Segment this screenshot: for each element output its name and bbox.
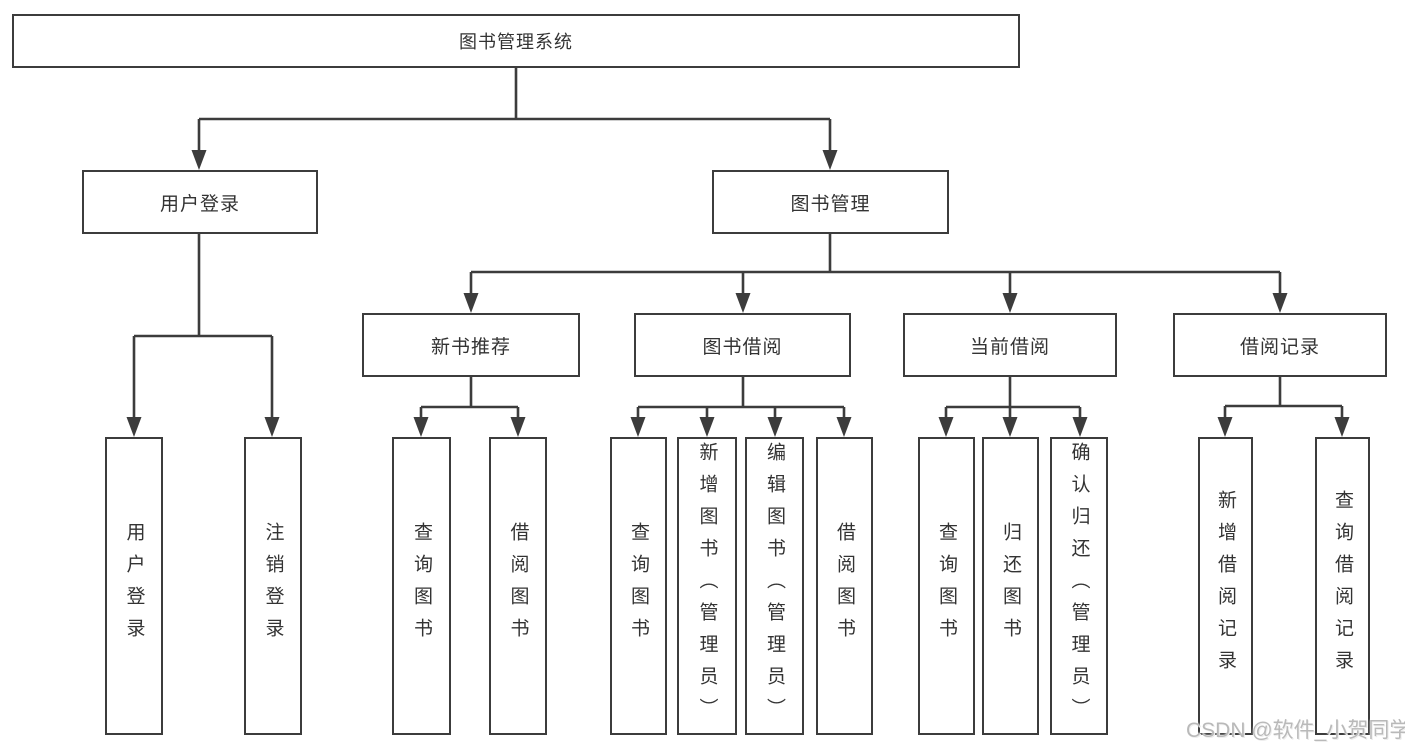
arrowhead [1002, 417, 1018, 437]
leaf-query-books-current: 查询图书 [918, 437, 975, 735]
leaf-user-login: 用户登录 [105, 437, 163, 735]
node-label: 用户登录 [123, 522, 145, 650]
node-label: 注销登录 [262, 522, 284, 650]
connector-book-borrow-branch [636, 377, 846, 424]
arrowhead [1272, 293, 1288, 313]
leaf-return-books: 归还图书 [982, 437, 1039, 735]
arrowhead [735, 293, 751, 313]
arrowhead [822, 150, 838, 170]
node-label: 图书管理系统 [459, 32, 573, 52]
arrowhead [191, 150, 207, 170]
arrowhead [264, 417, 280, 437]
node-label: 图书借阅 [702, 336, 783, 358]
connector-new-book-rec-branch [419, 377, 520, 424]
leaf-add-books-admin: 新增图书（管理员） [677, 437, 737, 735]
arrowhead [630, 417, 646, 437]
arrowhead [1334, 417, 1350, 437]
node-label: 借阅图书 [834, 522, 855, 650]
connector-shafts [132, 68, 1344, 424]
node-label: 用户登录 [159, 193, 240, 215]
node-root-system: 图书管理系统 [12, 14, 1020, 68]
node-label: 查询图书 [411, 522, 432, 650]
leaf-borrow-books-rec: 借阅图书 [489, 437, 547, 735]
connector-user-login-branch [132, 234, 274, 424]
arrowhead [836, 417, 852, 437]
arrowhead [699, 417, 715, 437]
leaf-edit-books-admin: 编辑图书（管理员） [745, 437, 804, 735]
arrowhead [767, 417, 783, 437]
arrowhead [938, 417, 954, 437]
csdn-watermark: CSDN @软件_小贺同学 [1186, 719, 1405, 742]
node-label: 新增借阅记录 [1215, 490, 1236, 682]
node-current-borrowing: 当前借阅 [903, 313, 1117, 377]
arrowhead [1072, 417, 1088, 437]
node-borrow-records: 借阅记录 [1173, 313, 1387, 377]
node-label: 确认归还（管理员） [1068, 442, 1090, 730]
connector-current-borrow-branch [944, 377, 1082, 424]
node-label: 查询图书 [628, 522, 649, 650]
node-label: 新书推荐 [430, 336, 511, 358]
node-book-borrowing: 图书借阅 [634, 313, 851, 377]
node-book-management: 图书管理 [712, 170, 949, 234]
arrowhead [1217, 417, 1233, 437]
leaf-query-borrow-record: 查询借阅记录 [1315, 437, 1370, 735]
arrowhead [1002, 293, 1018, 313]
connector-borrow-record-branch [1223, 377, 1344, 424]
leaf-confirm-return-admin: 确认归还（管理员） [1050, 437, 1108, 735]
leaf-borrow-books: 借阅图书 [816, 437, 873, 735]
arrowhead [510, 417, 526, 437]
arrowhead [126, 417, 142, 437]
arrowhead [413, 417, 429, 437]
node-label: 当前借阅 [969, 336, 1050, 358]
node-label: 借阅记录 [1239, 336, 1320, 358]
arrowhead [463, 293, 479, 313]
node-label: 查询图书 [936, 522, 957, 650]
leaf-logout: 注销登录 [244, 437, 302, 735]
connector-arrowheads [126, 150, 1350, 437]
node-label: 归还图书 [1000, 522, 1021, 650]
connector-root-to-level2 [197, 68, 832, 156]
connector-book-mgmt-branch [469, 234, 1282, 300]
node-label: 借阅图书 [507, 522, 529, 650]
leaf-add-borrow-record: 新增借阅记录 [1198, 437, 1253, 735]
node-label: 图书管理 [790, 193, 871, 215]
leaf-query-books-borrow: 查询图书 [610, 437, 667, 735]
node-label: 编辑图书（管理员） [764, 442, 785, 730]
node-label: 新增图书（管理员） [696, 442, 718, 730]
node-user-login: 用户登录 [82, 170, 318, 234]
node-label: 查询借阅记录 [1332, 490, 1353, 682]
node-new-book-recommend: 新书推荐 [362, 313, 580, 377]
leaf-query-books-rec: 查询图书 [392, 437, 451, 735]
